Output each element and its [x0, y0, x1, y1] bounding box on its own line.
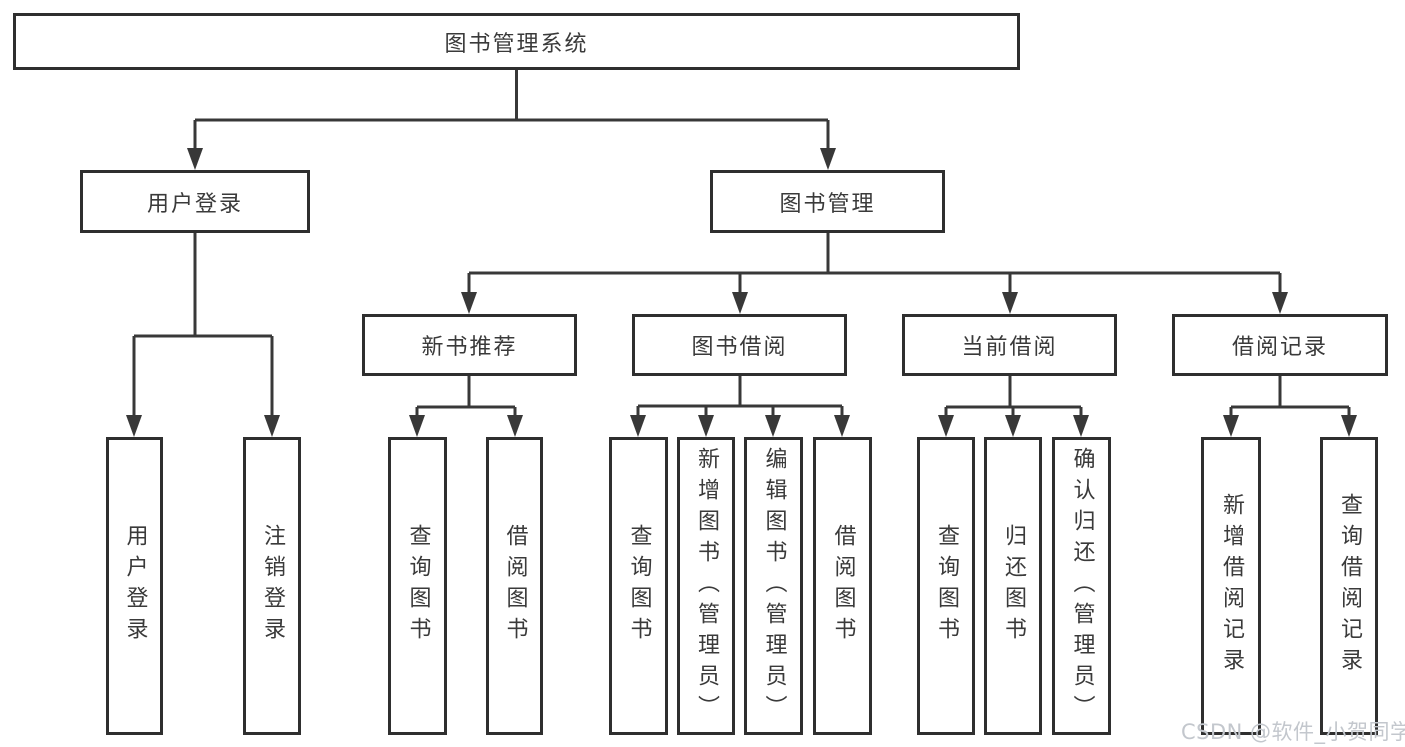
leaf-label: 借阅图书	[830, 524, 856, 648]
node-book-management-system: 图书管理系统	[13, 13, 1020, 70]
leaf-bb-add-books-admin: 新增图书（管理员）	[677, 437, 735, 735]
watermark: CSDN @软件_小贺同学	[1181, 720, 1405, 744]
leaf-label: 查询借阅记录	[1337, 493, 1362, 679]
leaf-bb-borrow-books: 借阅图书	[813, 437, 872, 735]
leaf-br-add-record: 新增借阅记录	[1201, 437, 1261, 735]
leaf-cb-query-books: 查询图书	[917, 437, 975, 735]
node-label: 图书借阅	[691, 335, 788, 360]
leaf-bb-edit-books-admin: 编辑图书（管理员）	[744, 437, 803, 735]
node-borrowing-records: 借阅记录	[1172, 314, 1388, 376]
leaf-nbr-borrow-books: 借阅图书	[486, 437, 543, 735]
node-book-management: 图书管理	[710, 170, 945, 233]
node-user-login: 用户登录	[80, 170, 310, 233]
arrowheads	[126, 148, 1357, 437]
leaf-cb-confirm-return-admin: 确认归还（管理员）	[1052, 437, 1111, 735]
leaf-logout: 注销登录	[243, 437, 301, 735]
leaf-br-query-record: 查询借阅记录	[1320, 437, 1378, 735]
node-label: 借阅记录	[1231, 335, 1328, 360]
node-current-borrowing: 当前借阅	[902, 314, 1117, 376]
leaf-nbr-query-books: 查询图书	[388, 437, 447, 735]
leaf-label: 查询图书	[405, 524, 431, 648]
node-label: 用户登录	[146, 191, 243, 217]
leaf-bb-query-books: 查询图书	[609, 437, 668, 735]
leaf-label: 借阅图书	[502, 524, 528, 648]
node-label: 当前借阅	[961, 335, 1058, 360]
leaf-label: 查询图书	[626, 524, 652, 648]
leaf-cb-return-books: 归还图书	[984, 437, 1042, 735]
leaf-user-login: 用户登录	[106, 437, 163, 735]
node-new-book-recommendation: 新书推荐	[362, 314, 577, 376]
leaf-label: 归还图书	[1001, 524, 1026, 648]
node-label: 新书推荐	[421, 335, 518, 360]
leaf-label: 新增借阅记录	[1219, 493, 1244, 679]
leaf-label: 编辑图书（管理员）	[761, 446, 787, 726]
node-label: 图书管理系统	[444, 31, 589, 57]
leaf-label: 确认归还（管理员）	[1069, 446, 1095, 726]
leaf-label: 用户登录	[122, 524, 148, 648]
node-book-borrowing: 图书借阅	[632, 314, 847, 376]
node-label: 图书管理	[779, 191, 876, 217]
leaf-label: 注销登录	[260, 524, 285, 648]
leaf-label: 新增图书（管理员）	[694, 446, 719, 726]
leaf-label: 查询图书	[934, 524, 959, 648]
